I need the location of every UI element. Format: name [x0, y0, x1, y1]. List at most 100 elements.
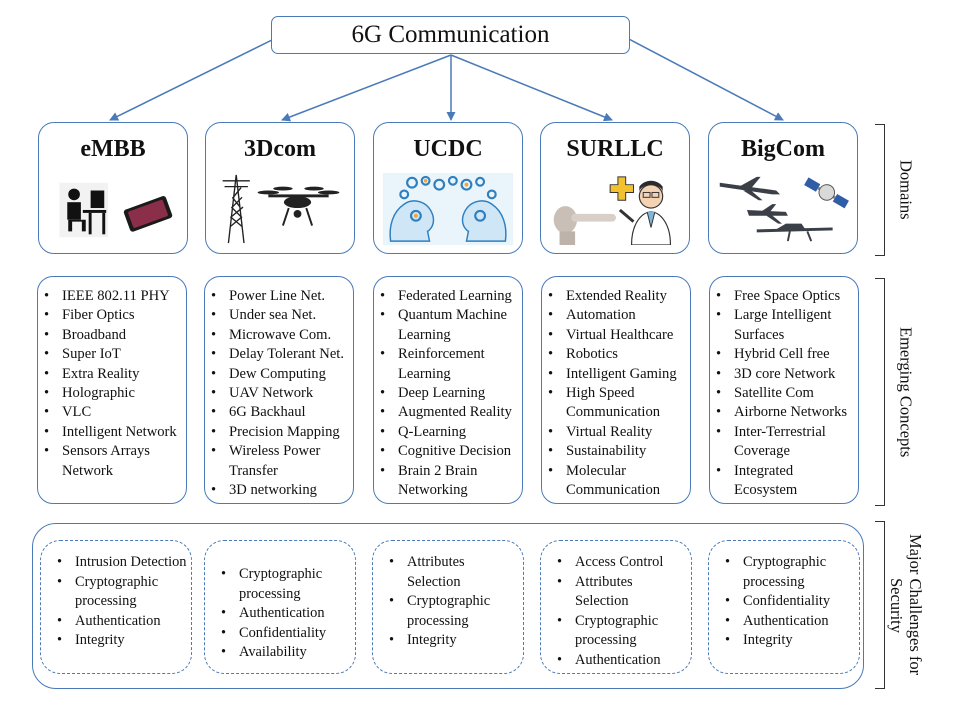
list-item: Broadband — [42, 326, 184, 346]
domain-title: SURLLC — [566, 136, 664, 162]
security-box-3dcom: Cryptographic processing Authentication … — [204, 540, 356, 674]
list-item: Power Line Net. — [209, 287, 351, 307]
list-item: Dew Computing — [209, 365, 351, 385]
concept-list: Free Space Optics Large Intelligent Surf… — [714, 287, 856, 500]
list-item: Augmented Reality — [378, 403, 520, 423]
list-item: Authentication — [555, 651, 687, 671]
side-label-emerging-concepts: Emerging Concepts — [896, 326, 916, 458]
list-item: Intrusion Detection — [55, 553, 187, 573]
list-item: Authentication — [55, 612, 187, 632]
arrow-to-bigcom — [624, 36, 784, 121]
list-item: Delay Tolerant Net. — [209, 345, 351, 365]
list-item: 3D networking — [209, 481, 351, 501]
list-item: Cryptographic processing — [55, 573, 187, 612]
bracket-security — [875, 521, 885, 689]
side-label-security: Major Challenges for Security — [887, 534, 925, 676]
security-box-surllc: Access Control Attributes Selection Cryp… — [540, 540, 692, 674]
domain-box-ucdc: UCDC — [373, 122, 523, 254]
list-item: Virtual Healthcare — [546, 326, 688, 346]
robot-arm-and-doctor-icon — [549, 173, 681, 245]
list-item: Extra Reality — [42, 365, 184, 385]
list-item: VLC — [42, 403, 184, 423]
security-box-embb: Intrusion Detection Cryptographic proces… — [40, 540, 192, 674]
airplanes-satellite-and-uav-icon — [717, 173, 849, 245]
list-item: Reinforcement Learning — [378, 345, 520, 384]
bracket-emerging-concepts — [875, 278, 885, 506]
list-item: Cryptographic processing — [555, 612, 687, 651]
list-item: Confidentiality — [723, 592, 855, 612]
concept-list: Power Line Net. Under sea Net. Microwave… — [209, 287, 351, 501]
list-item: Sensors Arrays Network — [42, 442, 184, 481]
concept-box-embb: IEEE 802.11 PHY Fiber Optics Broadband S… — [37, 276, 187, 504]
list-item: Extended Reality — [546, 287, 688, 307]
list-item: Integrity — [387, 631, 519, 651]
list-item: Brain 2 Brain Networking — [378, 462, 520, 501]
list-item: Holographic — [42, 384, 184, 404]
list-item: Fiber Optics — [42, 306, 184, 326]
list-item: Q-Learning — [378, 423, 520, 443]
list-item: Confidentiality — [219, 624, 351, 644]
list-item: Cryptographic processing — [219, 565, 351, 604]
concept-list: IEEE 802.11 PHY Fiber Optics Broadband S… — [42, 287, 184, 481]
list-item: Inter-Terrestrial Coverage — [714, 423, 856, 462]
list-item: Automation — [546, 306, 688, 326]
domain-title: BigCom — [741, 136, 825, 162]
security-box-bigcom: Cryptographic processing Confidentiality… — [708, 540, 860, 674]
list-item: Hybrid Cell free — [714, 345, 856, 365]
list-item: Super IoT — [42, 345, 184, 365]
list-item: Authentication — [219, 604, 351, 624]
list-item: Precision Mapping — [209, 423, 351, 443]
two-heads-with-gears-icon — [382, 173, 514, 245]
domain-title: UCDC — [413, 136, 483, 162]
root-title: 6G Communication — [351, 21, 550, 48]
security-box-ucdc: Attributes Selection Cryptographic proce… — [372, 540, 524, 674]
arrow-to-3dcom — [281, 54, 452, 122]
list-item: Availability — [219, 643, 351, 663]
arrow-to-embb — [109, 36, 279, 121]
list-item: Cryptographic processing — [723, 553, 855, 592]
list-item: Intelligent Network — [42, 423, 184, 443]
security-list: Attributes Selection Cryptographic proce… — [387, 553, 519, 651]
list-item: Large Intelligent Surfaces — [714, 306, 856, 345]
list-item: Attributes Selection — [555, 573, 687, 612]
list-item: UAV Network — [209, 384, 351, 404]
list-item: Attributes Selection — [387, 553, 519, 592]
list-item: High Speed Communication — [546, 384, 688, 423]
list-item: Access Control — [555, 553, 687, 573]
list-item: Satellite Com — [714, 384, 856, 404]
list-item: Intelligent Gaming — [546, 365, 688, 385]
list-item: Authentication — [723, 612, 855, 632]
side-label-domains: Domains — [896, 160, 916, 220]
list-item: Under sea Net. — [209, 306, 351, 326]
list-item: Quantum Machine Learning — [378, 306, 520, 345]
list-item: Cryptographic processing — [387, 592, 519, 631]
list-item: IEEE 802.11 PHY — [42, 287, 184, 307]
concept-list: Extended Reality Automation Virtual Heal… — [546, 287, 688, 500]
domain-box-bigcom: BigCom — [708, 122, 858, 254]
list-item: Cognitive Decision — [378, 442, 520, 462]
concept-box-surllc: Extended Reality Automation Virtual Heal… — [541, 276, 691, 504]
cell-tower-and-drone-icon — [214, 173, 346, 245]
list-item: Free Space Optics — [714, 287, 856, 307]
list-item: Airborne Networks — [714, 403, 856, 423]
domain-box-embb: eMBB — [38, 122, 188, 254]
list-item: 6G Backhaul — [209, 403, 351, 423]
list-item: Integrated Ecosystem — [714, 462, 856, 501]
person-at-computer-and-smartphone-icon — [47, 173, 179, 245]
domain-title: 3Dcom — [244, 136, 316, 162]
list-item: Wireless Power Transfer — [209, 442, 351, 481]
list-item: Integrity — [723, 631, 855, 651]
domain-box-surllc: SURLLC — [540, 122, 690, 254]
list-item: Federated Learning — [378, 287, 520, 307]
concept-box-ucdc: Federated Learning Quantum Machine Learn… — [373, 276, 523, 504]
concept-list: Federated Learning Quantum Machine Learn… — [378, 287, 520, 500]
list-item: Microwave Com. — [209, 326, 351, 346]
concept-box-3dcom: Power Line Net. Under sea Net. Microwave… — [204, 276, 354, 504]
arrow-to-surllc — [450, 54, 613, 122]
list-item: Deep Learning — [378, 384, 520, 404]
bracket-domains — [875, 124, 885, 256]
root-node-6g-communication: 6G Communication — [271, 16, 630, 54]
list-item: Sustainability — [546, 442, 688, 462]
security-list: Intrusion Detection Cryptographic proces… — [55, 553, 187, 651]
list-item: Virtual Reality — [546, 423, 688, 443]
